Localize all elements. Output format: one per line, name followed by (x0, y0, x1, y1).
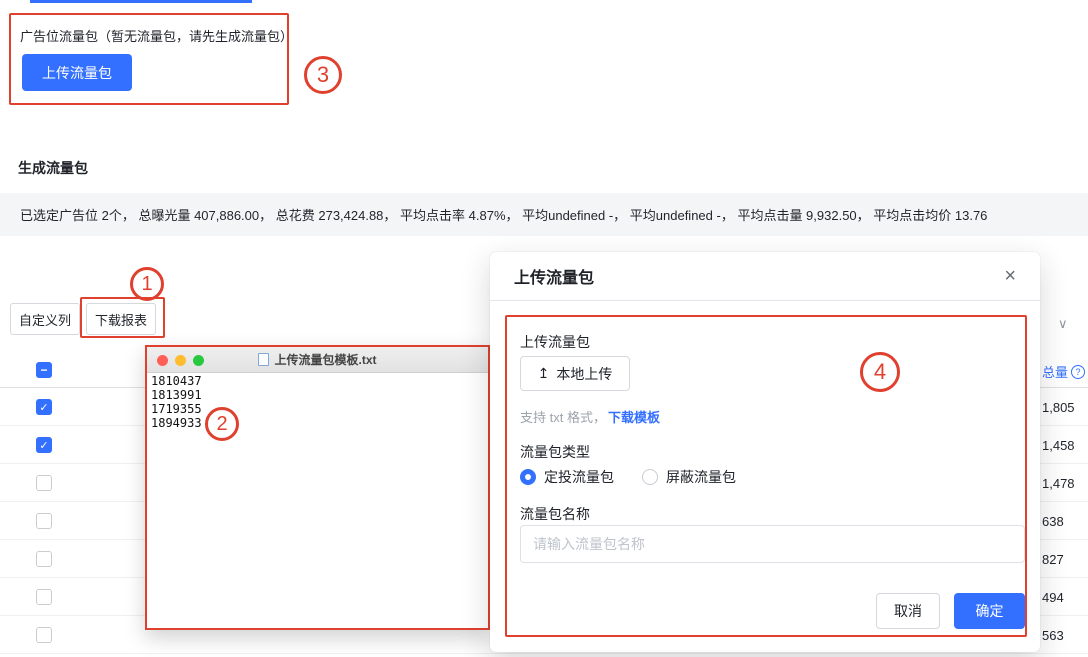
total-column-header[interactable]: 总量 ? (1042, 362, 1086, 381)
custom-columns-button[interactable]: 自定义列 (10, 303, 80, 335)
row-total-value: 563 (1042, 628, 1064, 643)
format-hint: 支持 txt 格式，下载模板 (520, 407, 660, 426)
txt-preview-window: 上传流量包模板.txt 1810437 1813991 1719355 1894… (145, 345, 490, 630)
modal-header: 上传流量包 × (490, 252, 1040, 301)
row-total-value: 638 (1042, 514, 1064, 529)
local-upload-label: 本地上传 (556, 365, 613, 382)
confirm-button[interactable]: 确定 (954, 593, 1025, 629)
row-total-value: 1,478 (1042, 476, 1075, 491)
row-checkbox[interactable] (36, 475, 52, 491)
txt-window-titlebar: 上传流量包模板.txt (147, 347, 488, 373)
selection-summary-text: 已选定广告位 2个， 总曝光量 407,886.00， 总花费 273,424.… (20, 208, 988, 223)
hint-text: 支持 txt 格式， (520, 410, 606, 425)
selection-summary-bar: 已选定广告位 2个， 总曝光量 407,886.00， 总花费 273,424.… (0, 193, 1088, 236)
radio-targeted-label: 定投流量包 (544, 469, 614, 485)
annotation-circle-3: 3 (304, 56, 342, 94)
upload-pack-modal: 上传流量包 × 上传流量包 ↥ 本地上传 支持 txt 格式，下载模板 流量包类… (490, 252, 1040, 652)
row-total-value: 1,458 (1042, 438, 1075, 453)
download-template-link[interactable]: 下载模板 (607, 410, 660, 425)
window-zoom-icon[interactable] (193, 355, 204, 366)
radio-blocked-label: 屏蔽流量包 (666, 469, 736, 485)
help-icon[interactable]: ? (1071, 364, 1086, 379)
annotation-circle-2: 2 (205, 407, 239, 441)
row-checkbox[interactable] (36, 627, 52, 643)
radio-blocked-pack[interactable] (642, 469, 658, 485)
row-checkbox[interactable] (36, 589, 52, 605)
row-checkbox[interactable] (36, 513, 52, 529)
cancel-button[interactable]: 取消 (876, 593, 940, 629)
annotation-circle-4: 4 (860, 352, 900, 392)
pack-name-label: 流量包名称 (520, 506, 590, 522)
row-total-value: 1,805 (1042, 400, 1075, 415)
row-total-value: 827 (1042, 552, 1064, 567)
generate-pack-title: 生成流量包 (18, 160, 88, 176)
row-checkbox[interactable]: ✓ (36, 399, 52, 415)
document-icon (258, 353, 270, 366)
pack-type-radio-group: 定投流量包 屏蔽流量包 (520, 467, 736, 487)
total-column-label: 总量 (1042, 365, 1069, 380)
row-checkbox[interactable]: ✓ (36, 437, 52, 453)
row-total-value: 494 (1042, 590, 1064, 605)
chevron-down-icon[interactable]: ∨ (1058, 316, 1068, 331)
radio-targeted-pack[interactable] (520, 469, 536, 485)
upload-section-label: 上传流量包 (520, 334, 590, 350)
txt-content: 1810437 1813991 1719355 1894933 (151, 374, 202, 430)
annotation-circle-1: 1 (130, 267, 164, 301)
modal-title: 上传流量包 (514, 270, 595, 287)
upload-icon: ↥ (537, 365, 550, 381)
active-tab-underline (30, 0, 252, 3)
select-all-checkbox[interactable]: − (36, 362, 52, 378)
local-upload-button[interactable]: ↥ 本地上传 (520, 356, 630, 391)
pack-type-label: 流量包类型 (520, 444, 590, 460)
window-minimize-icon[interactable] (175, 355, 186, 366)
txt-window-title: 上传流量包模板.txt (258, 351, 377, 368)
window-close-icon[interactable] (157, 355, 168, 366)
txt-window-title-text: 上传流量包模板.txt (274, 353, 377, 367)
row-checkbox[interactable] (36, 551, 52, 567)
upload-traffic-pack-button[interactable]: 上传流量包 (22, 54, 132, 91)
pack-name-input[interactable] (520, 525, 1025, 563)
ad-pack-empty-label: 广告位流量包（暂无流量包，请先生成流量包） (20, 29, 294, 44)
download-report-button[interactable]: 下载报表 (86, 303, 156, 335)
close-icon[interactable]: × (1004, 265, 1016, 287)
